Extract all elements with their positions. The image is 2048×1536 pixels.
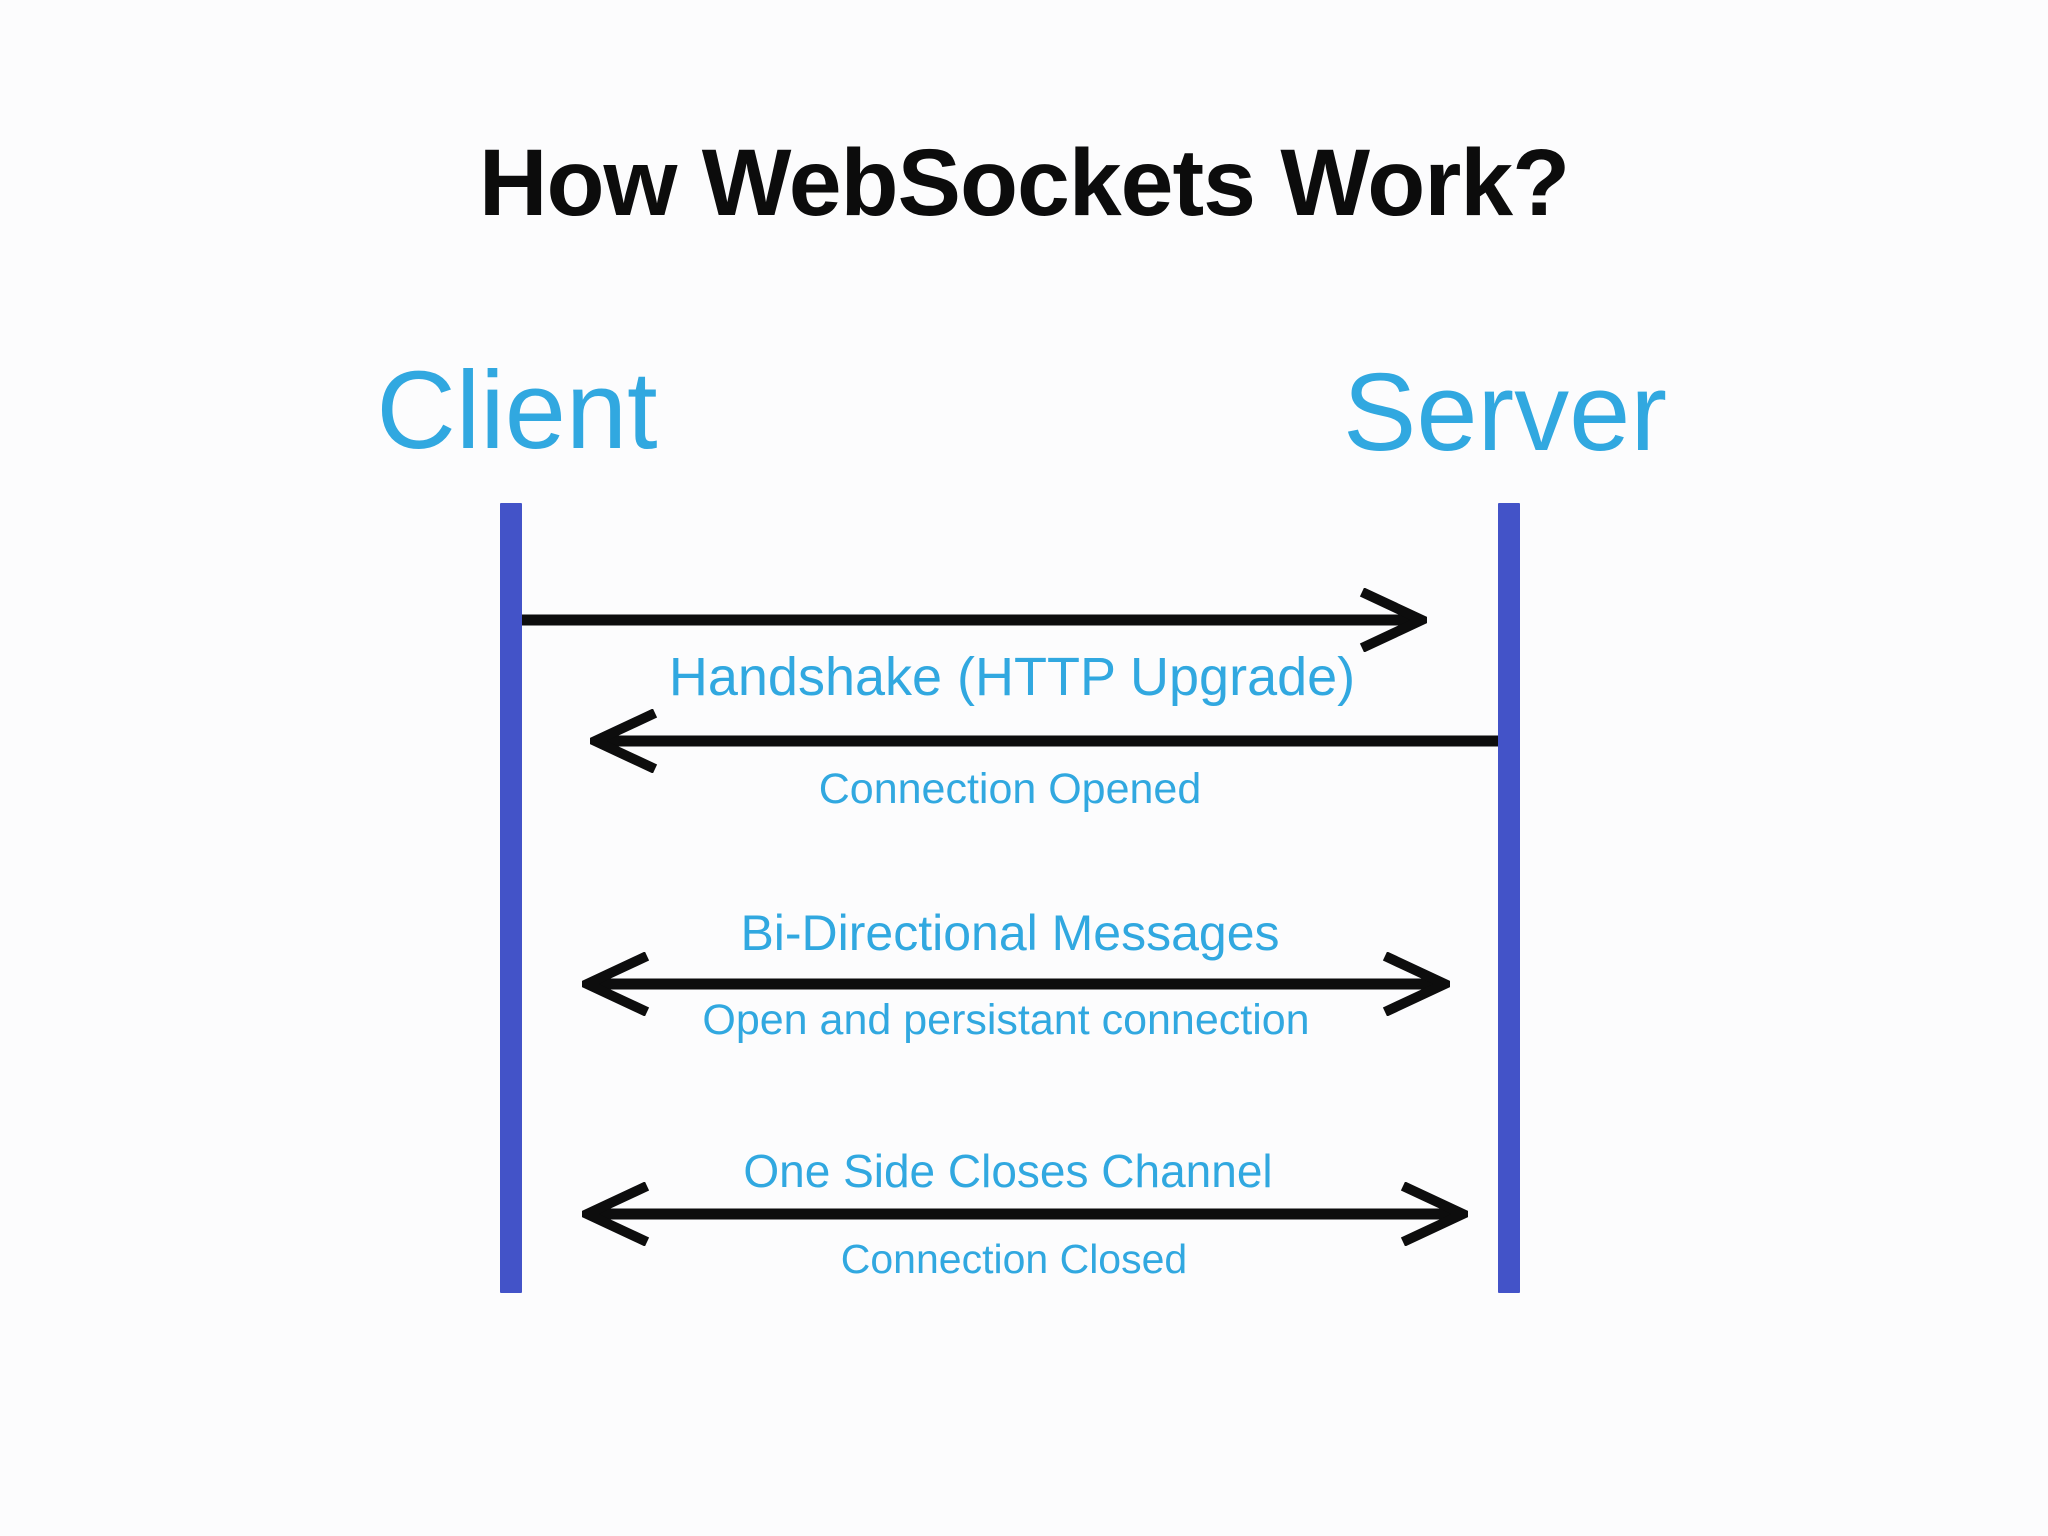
connection-closed-label: Connection Closed [840,1236,1188,1282]
arrowhead-left-icon [590,709,658,773]
connection-opened-label: Connection Opened [818,765,1202,813]
client-label: Client [376,349,658,472]
arrowhead-right-icon [1359,588,1427,652]
handshake-label: Handshake (HTTP Upgrade) [668,647,1356,707]
server-label: Server [1343,351,1667,474]
persistent-connection-label: Open and persistant connection [702,996,1310,1044]
arrowhead-left-icon [582,952,650,1016]
arrowhead-right-icon [1400,1182,1468,1246]
bidirectional-messages-label: Bi-Directional Messages [740,905,1280,961]
bidirectional-messages-arrow [582,952,1450,1016]
close-channel-label: One Side Closes Channel [743,1145,1273,1197]
server-lifeline [1498,503,1520,1293]
connection-opened-arrow [590,709,1498,773]
client-lifeline [500,503,522,1293]
handshake-arrow [522,588,1427,652]
arrowhead-right-icon [1382,952,1450,1016]
page-title: How WebSockets Work? [478,130,1570,236]
close-channel-arrow [582,1182,1468,1246]
arrowhead-left-icon [582,1182,650,1246]
